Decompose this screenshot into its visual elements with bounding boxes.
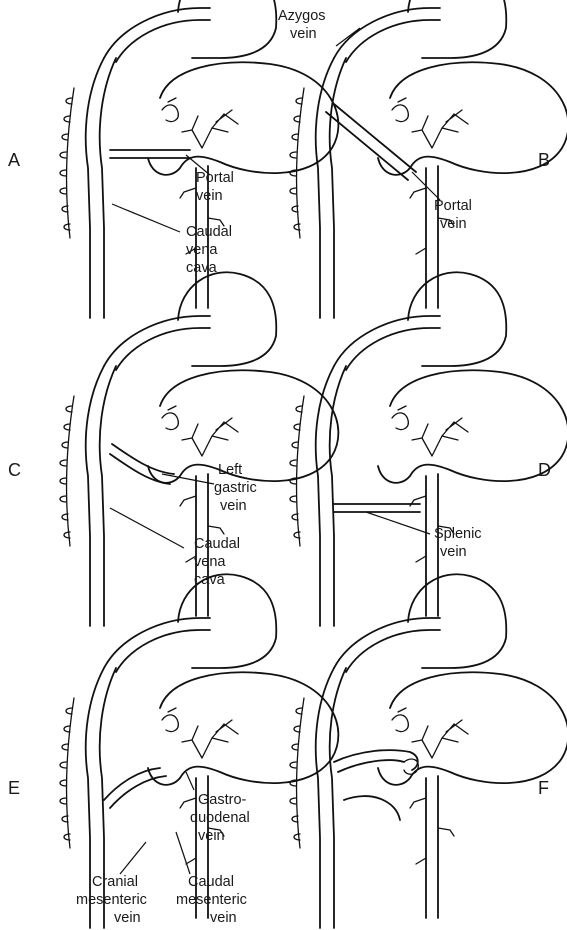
shunt-vessel: [344, 796, 400, 820]
shunt-vessel: [104, 768, 160, 800]
panel-letter: C: [8, 460, 21, 480]
shunt-vessel: [112, 444, 174, 474]
shunt-vessel: [334, 104, 416, 172]
panel-f: F: [290, 574, 567, 928]
shunt-vessel: [326, 112, 408, 180]
shunt-vessel: [338, 760, 404, 772]
panel-letter: A: [8, 150, 20, 170]
shunt-vessel: [110, 776, 166, 808]
panel-letter: F: [538, 778, 549, 798]
shunt-vessel: [110, 454, 170, 484]
panel-letter: E: [8, 778, 20, 798]
shunt-vessel: [334, 750, 418, 770]
